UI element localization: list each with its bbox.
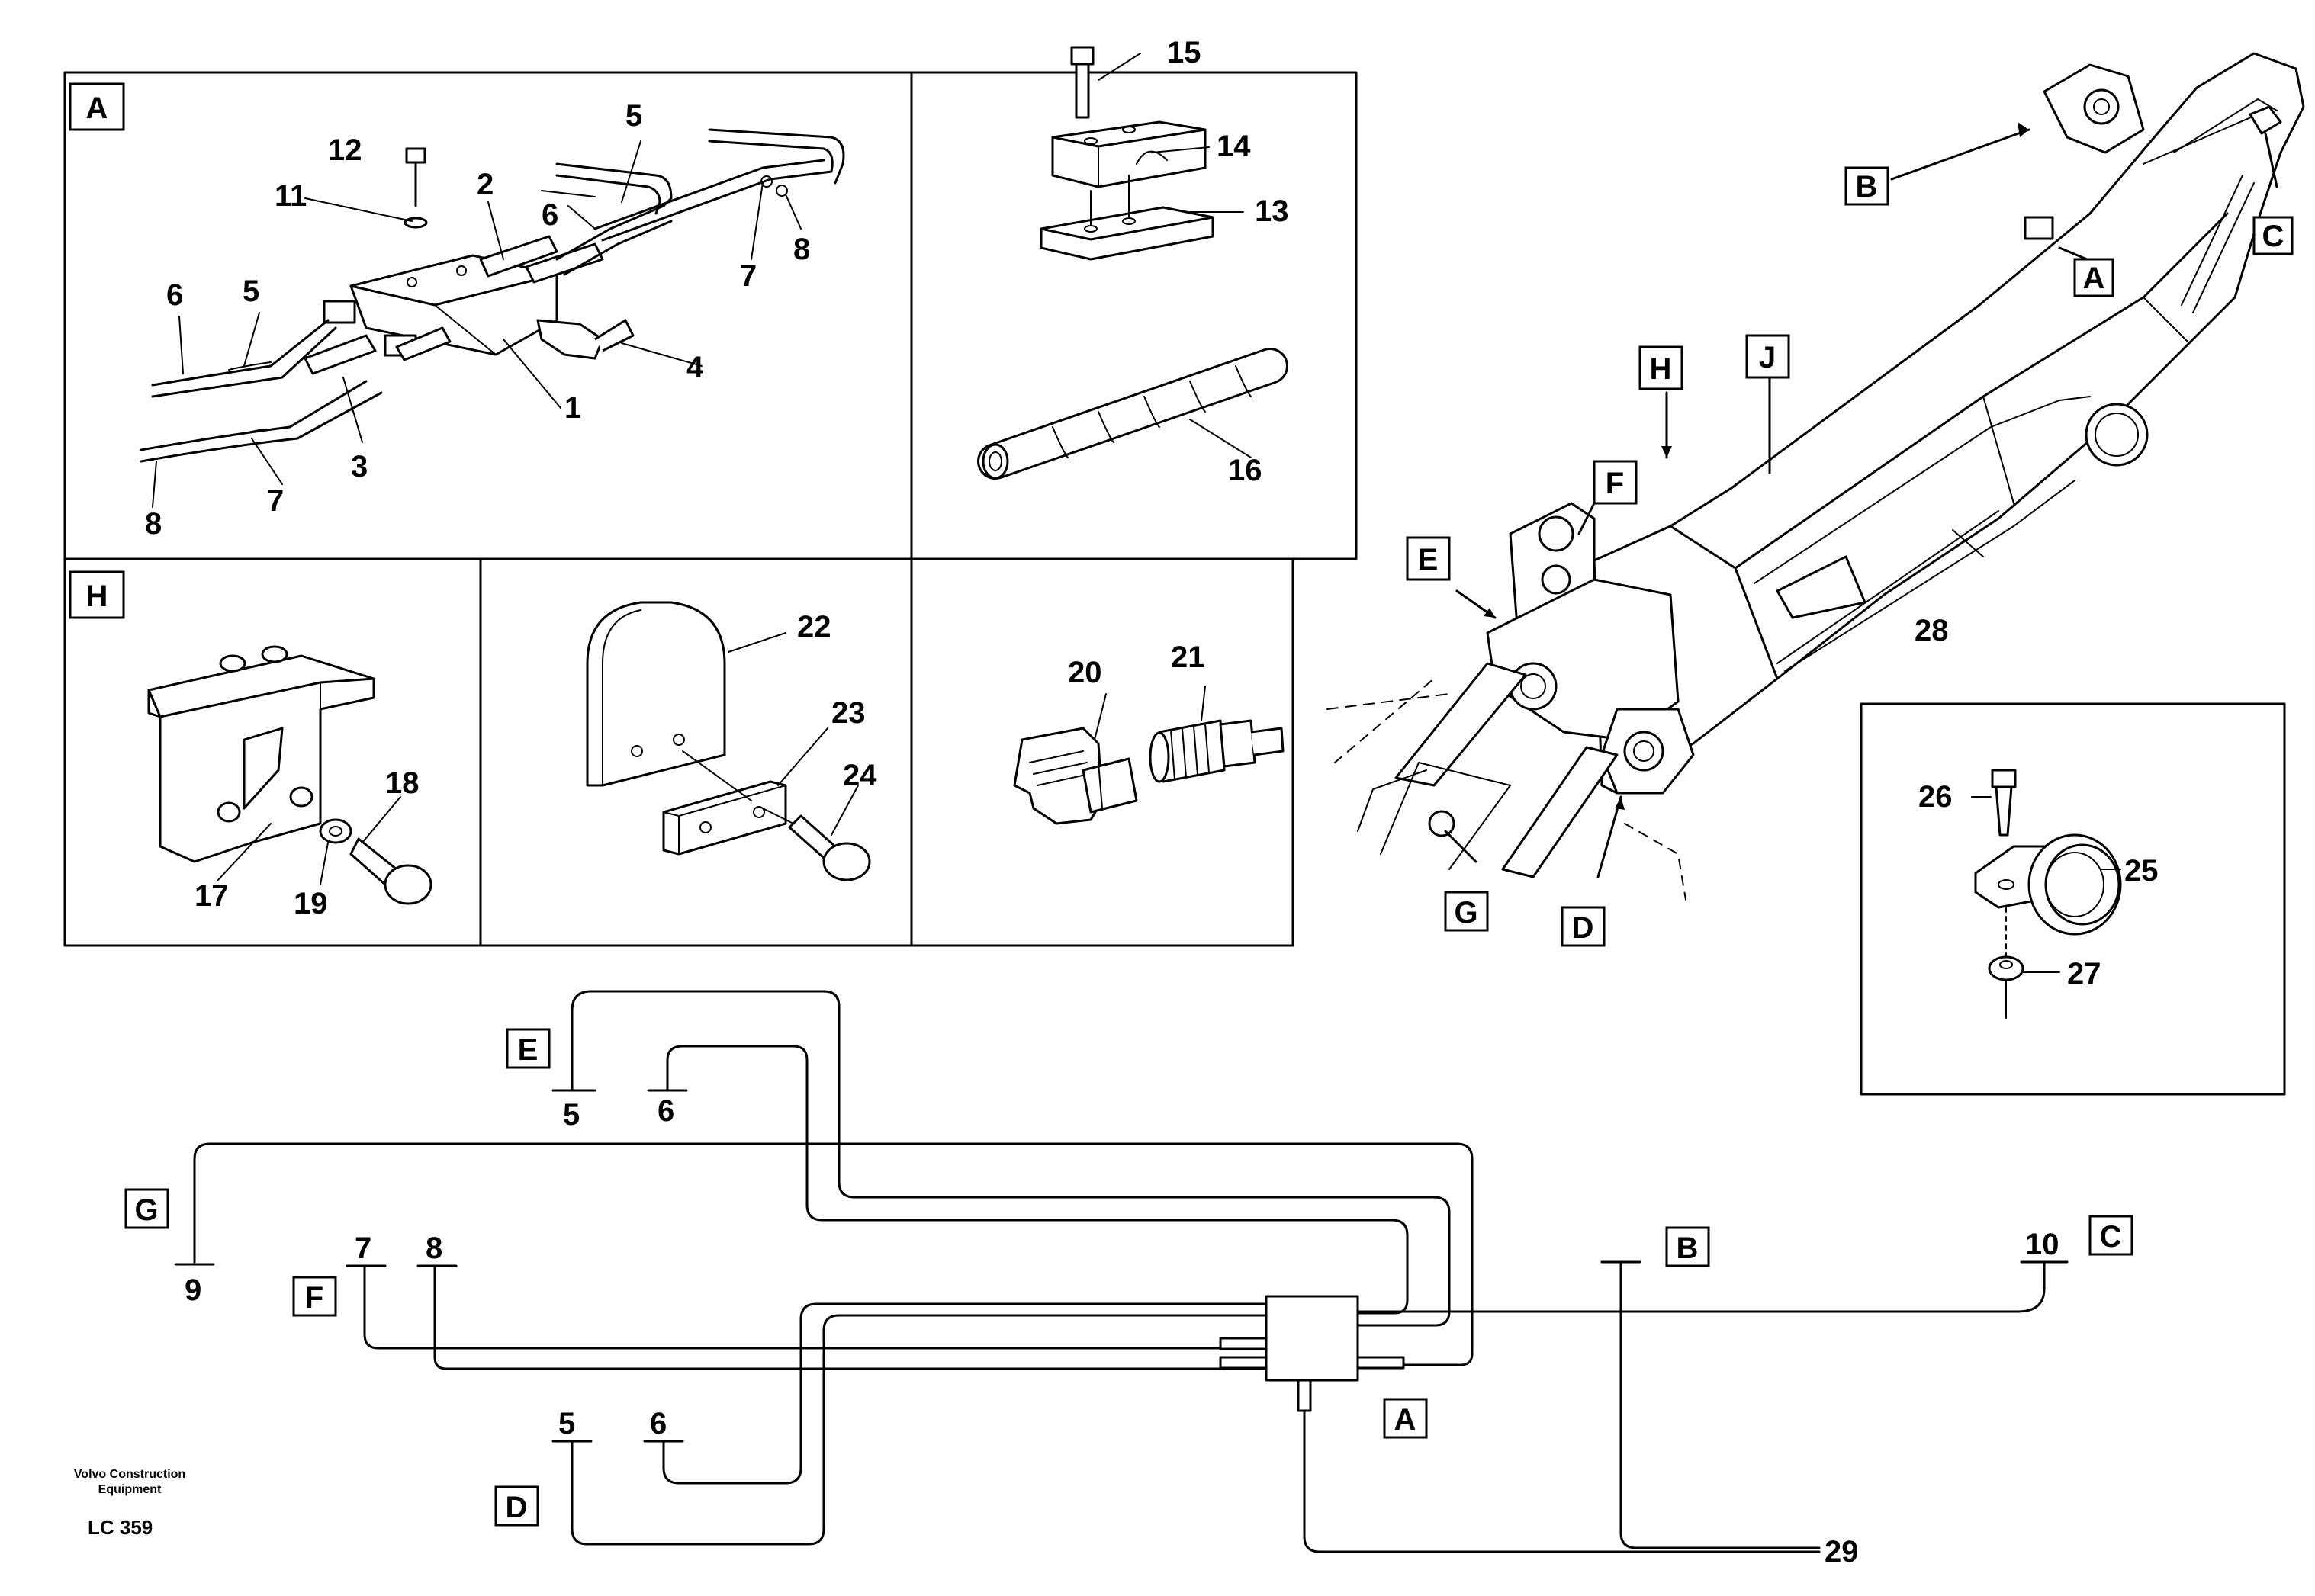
line-label-29: 29: [1825, 1535, 1859, 1569]
callout-13: 13: [1255, 194, 1289, 228]
callout-23: 23: [831, 696, 866, 730]
callout-20: 20: [1068, 656, 1102, 689]
callout-17: 17: [195, 879, 229, 913]
valve-mount: [2024, 216, 2054, 240]
schematic-tag-b: B: [1677, 1232, 1699, 1265]
clamp-callouts: 26 25 27: [1918, 780, 2159, 991]
callout-25: 25: [2124, 854, 2159, 888]
schematic-valve: [1265, 1295, 1359, 1382]
line-label-7: 7: [355, 1232, 371, 1265]
boom-tag-b: B: [1856, 170, 1878, 204]
callout-11: 11: [275, 179, 307, 213]
callout-2: 2: [477, 168, 494, 201]
schematic-tag-a: A: [1394, 1403, 1416, 1437]
bolt-15: [1070, 46, 1095, 66]
callout-7: 7: [740, 259, 757, 293]
boom-tag-d: D: [1572, 911, 1594, 945]
fittings-callouts: 20 21: [1068, 641, 1205, 689]
callout-26: 26: [1918, 780, 1953, 814]
callout-4: 4: [686, 351, 704, 384]
panel-a-tag: A: [69, 82, 125, 131]
footer: Volvo Construction Equipment LC 359: [74, 1468, 185, 1539]
bolt-12: [405, 147, 426, 164]
boom-tags: B C A H J F E G D 28: [1406, 166, 2294, 947]
boom-tag-c: C: [2262, 220, 2284, 253]
callout-28: 28: [1915, 614, 1949, 647]
callout-21: 21: [1171, 641, 1205, 674]
callout-16: 16: [1228, 454, 1262, 487]
callout-22: 22: [797, 610, 831, 644]
top-right-drawing: [977, 46, 1288, 480]
plate-23: [662, 780, 787, 856]
schematic-lines: [174, 990, 2069, 1553]
drawing-code: LC 359: [88, 1516, 153, 1539]
callout-19: 19: [294, 887, 328, 920]
brand-line-1: Volvo Construction: [74, 1468, 185, 1481]
boom-tag-f: F: [1606, 467, 1624, 500]
schematic-tag-g: G: [134, 1193, 158, 1227]
boom-drawing: [1326, 52, 2305, 901]
callout-5: 5: [625, 99, 642, 133]
panel-h-drawing: [147, 645, 432, 905]
callout-12: 12: [328, 133, 362, 167]
clamp-drawing: [1971, 769, 2122, 1019]
boom-tag-g: G: [1454, 896, 1477, 930]
line-label-9: 9: [185, 1273, 201, 1307]
boom-tag-h: H: [1650, 352, 1672, 386]
schematic-tag-c: C: [2100, 1220, 2122, 1254]
panel-a-drawing: [140, 128, 845, 508]
svg-text:H: H: [86, 580, 108, 613]
line-label-10: 10: [2025, 1228, 2059, 1261]
callout-6-left: 6: [166, 278, 183, 312]
schematic-tag-d: D: [506, 1491, 528, 1524]
fittings-drawing: [1013, 686, 1285, 825]
callout-3: 3: [351, 450, 368, 483]
boom-tag-j: J: [1759, 341, 1776, 374]
spring-fitting-3: [304, 334, 377, 375]
callout-1: 1: [564, 391, 581, 425]
callout-8: 8: [793, 233, 810, 266]
line-label-6-top: 6: [658, 1094, 674, 1128]
washer-11: [404, 217, 428, 229]
screw-26: [1991, 769, 2017, 788]
valve-block: [349, 254, 558, 356]
panel-fittings-frame: [910, 557, 1294, 947]
callout-18: 18: [385, 766, 420, 800]
line-label-5-bottom: 5: [558, 1407, 575, 1440]
panel-h-tag: H: [69, 570, 125, 619]
middle-callouts: 22 23 24: [797, 610, 877, 792]
boom-tag-e: E: [1418, 543, 1439, 576]
washer-19: [319, 818, 352, 844]
schematic-tags: E G F B C A D: [124, 1028, 2133, 1527]
panel-frames: [63, 71, 2286, 1096]
callout-5-left: 5: [243, 275, 259, 308]
brand-line-2: Equipment: [98, 1483, 162, 1496]
schematic-tag-e: E: [518, 1033, 539, 1067]
callout-27: 27: [2067, 957, 2101, 991]
callout-15: 15: [1167, 36, 1201, 69]
schematic-tag-f: F: [305, 1281, 323, 1315]
boom-body: [1593, 52, 2305, 795]
callout-8-left: 8: [145, 507, 162, 541]
middle-drawing: [586, 601, 871, 881]
line-label-6-bottom: 6: [650, 1407, 667, 1440]
panel-clamp-frame: [1860, 702, 2286, 1096]
callout-6: 6: [542, 198, 558, 232]
callout-24: 24: [843, 759, 877, 792]
callout-7-left: 7: [267, 484, 284, 518]
top-right-callouts: 13 14 15 16: [1167, 36, 1289, 487]
callout-14: 14: [1217, 130, 1251, 163]
schematic-line-labels: 5 6 9 7 8 10 5 6 29: [185, 1094, 2059, 1569]
boom-tag-a: A: [2083, 262, 2105, 295]
panel-a-callouts: 1 2 3 4 5 6 7 8 11 12 5 6 7 8: [145, 99, 810, 541]
line-label-5-top: 5: [563, 1098, 580, 1132]
line-label-8: 8: [426, 1232, 442, 1265]
panel-h-callouts: 17 18 19: [195, 766, 420, 920]
svg-text:A: A: [86, 92, 108, 125]
plate-22: [586, 601, 726, 787]
